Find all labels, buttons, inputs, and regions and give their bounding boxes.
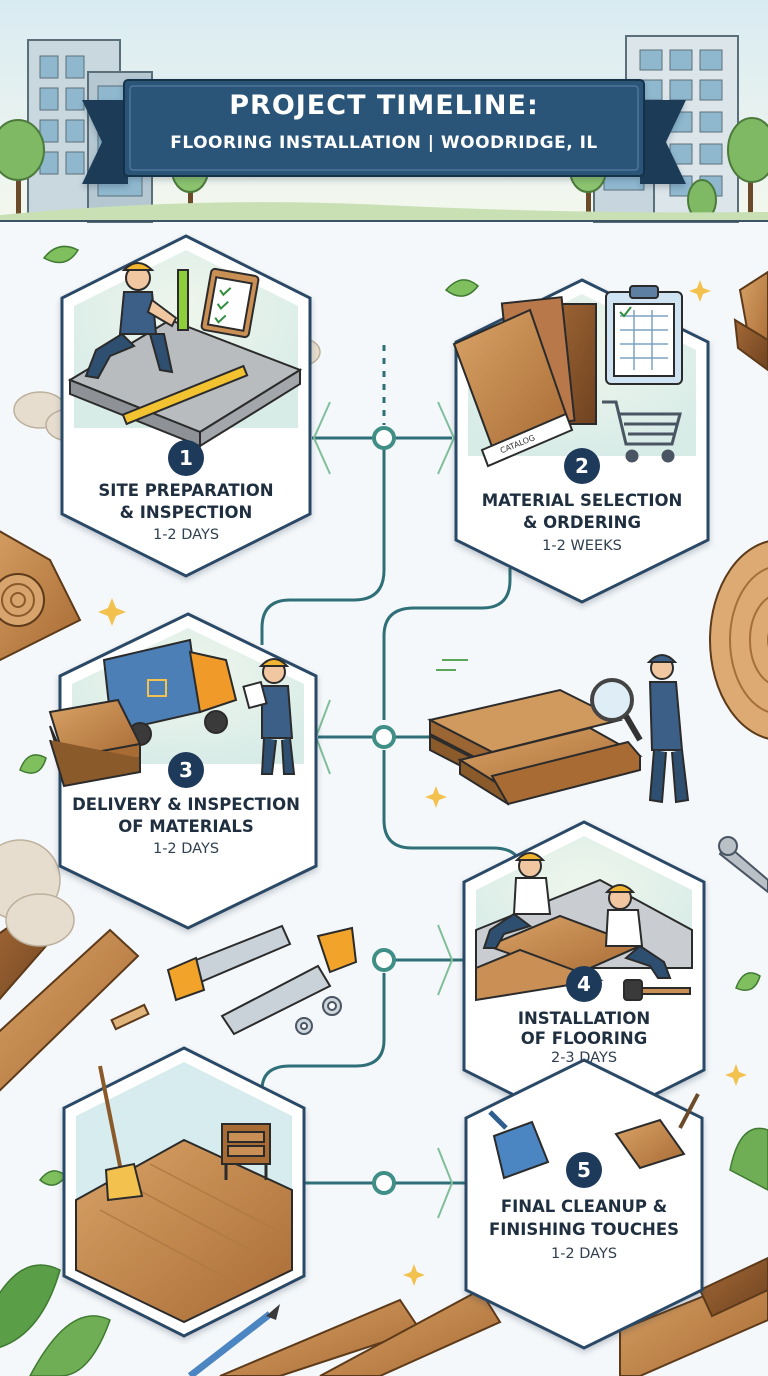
dustpan-icon	[488, 1110, 550, 1180]
timeline-nodes	[372, 426, 396, 1195]
step-1-title-line1: SITE PREPARATION	[98, 481, 274, 500]
step-2-title-line2: & ORDERING	[522, 513, 642, 532]
step-1-number: 1	[168, 440, 204, 476]
worker-right	[604, 884, 672, 979]
level-icon	[177, 269, 189, 331]
step-5-illustration	[488, 1093, 700, 1180]
worker-inspector	[646, 654, 690, 804]
broom-icon	[98, 1065, 144, 1202]
step-3-title-line1: DELIVERY & INSPECTION	[72, 795, 300, 814]
worker-kneeling	[84, 262, 178, 380]
step-4-duration: 2-3 DAYS	[550, 1050, 618, 1066]
bolt-parts	[295, 996, 342, 1035]
step-4-title-line1: INSTALLATION	[517, 1009, 651, 1028]
step-3-illustration	[48, 638, 296, 788]
step-5-room-illustration	[75, 1065, 293, 1324]
step-2-title-line1: MATERIAL SELECTION	[481, 491, 683, 510]
catalog-swatch: CATALOG	[452, 308, 574, 468]
step-5-title-line2: FINISHING TOUCHES	[488, 1220, 680, 1239]
clipboard-icon	[200, 267, 260, 339]
worker-standing	[242, 658, 296, 775]
worker-left	[482, 852, 552, 949]
hammer-icon	[623, 979, 691, 1001]
step-4-illustration	[475, 852, 693, 1002]
wrench-icon	[718, 836, 768, 894]
title-banner	[82, 79, 686, 184]
magnifier-icon	[590, 678, 643, 742]
leaf-icon	[0, 245, 768, 1376]
step-2-illustration: CATALOG	[452, 285, 683, 468]
sanding-block	[614, 1093, 700, 1170]
saw-icon	[166, 924, 358, 1036]
page-subtitle: FLOORING INSTALLATION | WOODRIDGE, IL	[170, 133, 598, 153]
clipboard-icon	[605, 285, 683, 385]
step-5-duration: 1-2 DAYS	[550, 1246, 618, 1262]
inspection-scene	[427, 654, 690, 806]
step-3-duration: 1-2 DAYS	[152, 841, 220, 857]
wood-stack	[48, 698, 142, 788]
step-2-number: 2	[564, 448, 600, 484]
step-2-duration: 1-2 WEEKS	[542, 538, 622, 554]
step-5-title-line1: FINAL CLEANUP &	[500, 1197, 668, 1216]
step-3-number: 3	[168, 752, 204, 788]
truck-icon	[102, 638, 238, 746]
step-1-title-line2: & INSPECTION	[119, 503, 253, 522]
step-1-duration: 1-2 DAYS	[152, 527, 220, 543]
page-title: PROJECT TIMELINE:	[229, 90, 539, 121]
step-1-illustration	[67, 262, 303, 448]
cart-icon	[602, 400, 682, 463]
step-5-number: 5	[566, 1152, 602, 1188]
brush-icon	[187, 1304, 280, 1376]
sparkle-icon	[98, 280, 747, 1286]
step-4-title-line2: OF FLOORING	[520, 1029, 648, 1048]
step-3-title-line2: OF MATERIALS	[118, 817, 254, 836]
step-4-number: 4	[566, 966, 602, 1002]
